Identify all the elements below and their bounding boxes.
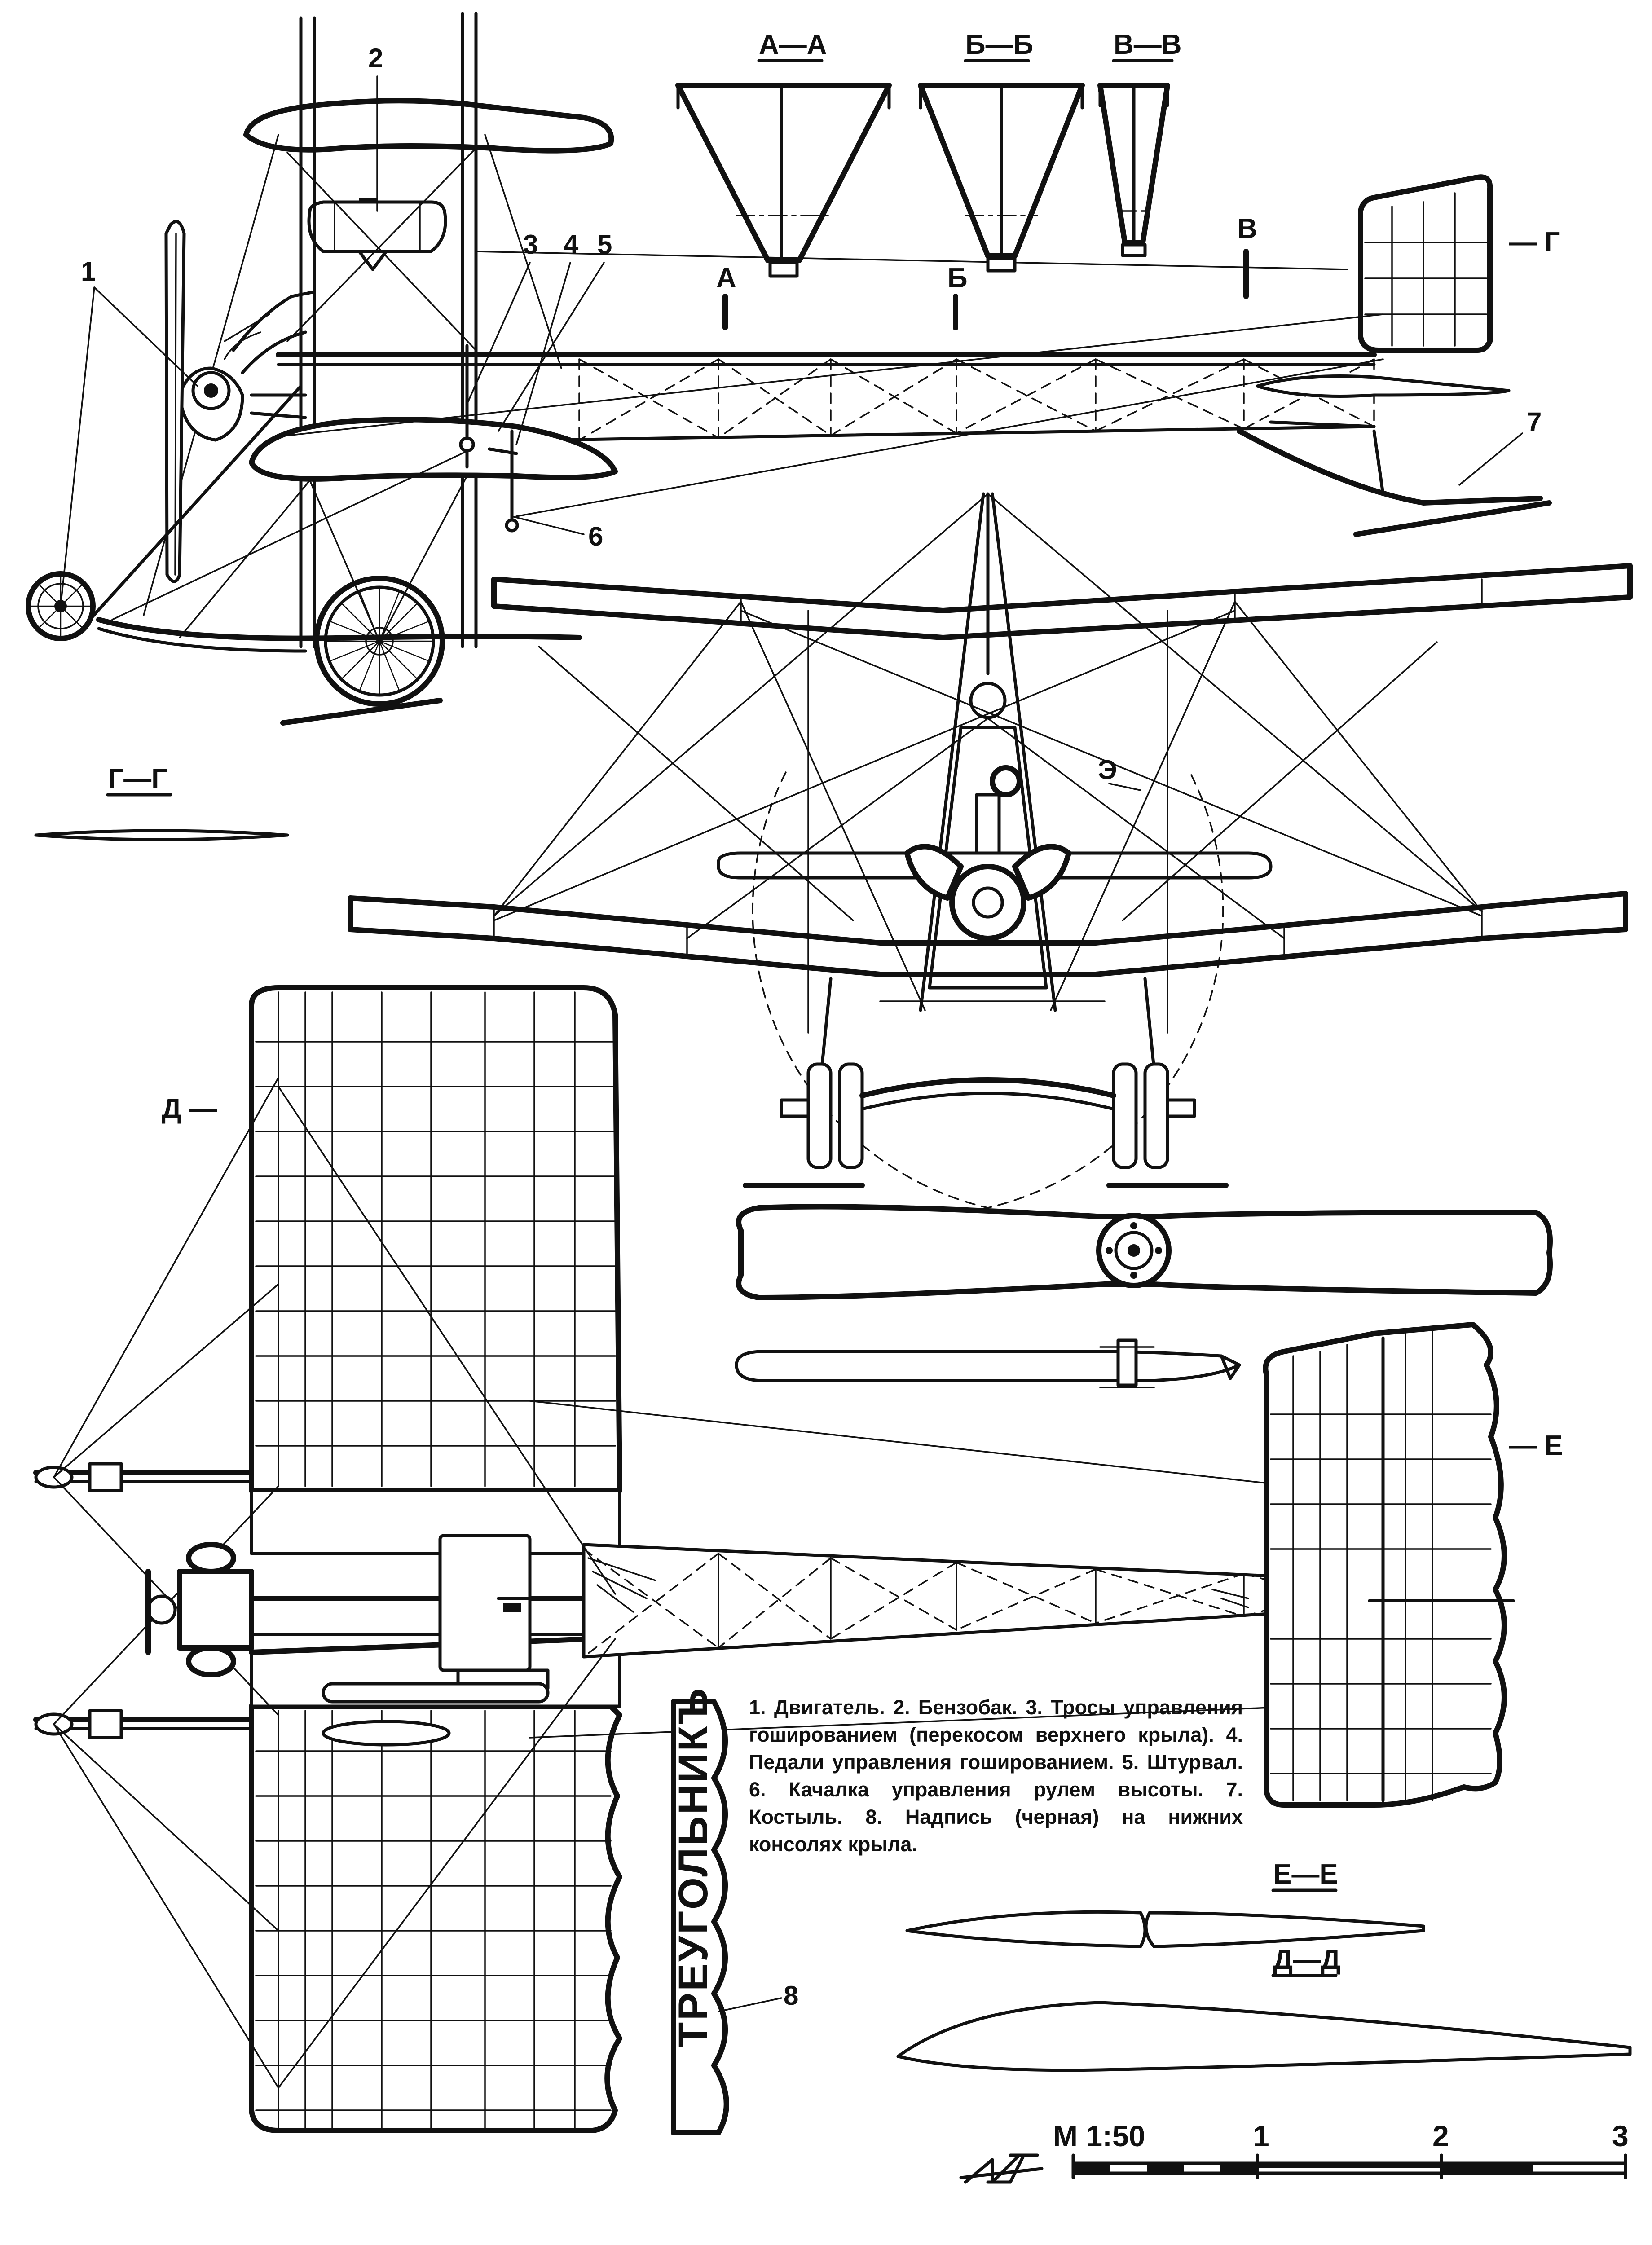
callout-7: 7 bbox=[1527, 407, 1542, 437]
marker-e-rus: Э bbox=[1098, 755, 1117, 785]
section-markers: А Б В — Г bbox=[716, 213, 1560, 330]
legend-text: 1. Двигатель. 2. Бензобак. 3. Тросы упра… bbox=[749, 1696, 1243, 1856]
front-lower-wing bbox=[348, 891, 1628, 977]
marker-a: А bbox=[716, 263, 736, 294]
section-v-v bbox=[1097, 83, 1170, 245]
wing-rib-grid bbox=[255, 991, 616, 2129]
callout-6: 6 bbox=[588, 521, 603, 551]
section-g-g: Г—Г bbox=[34, 763, 289, 841]
top-tailplane bbox=[1263, 1322, 1515, 1808]
section-e-e-label: Е—Е bbox=[1273, 1859, 1338, 1890]
top-wing-right bbox=[249, 1704, 622, 2133]
side-rudder bbox=[1358, 174, 1493, 353]
marker-b: Б bbox=[947, 263, 968, 294]
section-d-d-label: Д—Д bbox=[1273, 1944, 1340, 1975]
side-callouts: 1 2 3 4 5 6 7 bbox=[60, 43, 1542, 607]
wing-inscription-panel: ТРЕУГОЛЬНИКЪ 8 bbox=[670, 1686, 798, 2135]
front-upper-wing bbox=[491, 563, 1633, 640]
section-g-g-label: Г—Г bbox=[108, 763, 167, 794]
section-d-d: Д—Д bbox=[896, 1944, 1632, 2072]
callout-2: 2 bbox=[368, 43, 383, 73]
front-bracing bbox=[493, 493, 1483, 1034]
scale-tick-3: 3 bbox=[1612, 2119, 1629, 2153]
top-wing-left bbox=[249, 985, 622, 1493]
section-a-a-label: А—А bbox=[759, 29, 827, 60]
section-b-b-label: Б—Б bbox=[965, 29, 1033, 60]
section-e-e: Е—Е bbox=[905, 1859, 1425, 1948]
engine bbox=[178, 290, 316, 442]
callout-1: 1 bbox=[81, 256, 96, 286]
marker-e: — Е bbox=[1509, 1430, 1563, 1461]
top-engine bbox=[145, 1542, 254, 1677]
scale-tick-2: 2 bbox=[1432, 2119, 1449, 2153]
scale-bar: М 1:50 1 2 3 bbox=[1053, 2119, 1629, 2179]
marker-g: — Г bbox=[1509, 227, 1560, 258]
callout-5: 5 bbox=[597, 229, 612, 260]
callout-4: 4 bbox=[564, 229, 579, 260]
side-lower-wing bbox=[249, 417, 618, 482]
wing-inscription: ТРЕУГОЛЬНИКЪ bbox=[670, 1686, 716, 2047]
section-v-v-label: В—В bbox=[1114, 29, 1182, 60]
top-view: Д — — Е bbox=[33, 985, 1563, 2133]
front-view: Э bbox=[348, 492, 1633, 1209]
propeller-section bbox=[735, 1338, 1241, 1388]
propeller-front bbox=[736, 1204, 1553, 1300]
side-upper-wing bbox=[243, 98, 614, 154]
marker-d: Д — bbox=[162, 1093, 217, 1124]
top-fuselage-bays bbox=[583, 1548, 1370, 1658]
artist-signature bbox=[959, 2153, 1044, 2184]
side-view bbox=[26, 12, 1552, 726]
section-a-a bbox=[675, 83, 892, 263]
marker-v: В bbox=[1237, 213, 1257, 244]
cross-sections: А—А Б—Б В—В bbox=[675, 29, 1182, 278]
callout-8: 8 bbox=[784, 1981, 798, 2011]
section-b-b bbox=[918, 83, 1085, 259]
scale-tick-1: 1 bbox=[1253, 2119, 1269, 2153]
scale-label: М 1:50 bbox=[1053, 2119, 1145, 2153]
callout-3: 3 bbox=[523, 229, 538, 260]
